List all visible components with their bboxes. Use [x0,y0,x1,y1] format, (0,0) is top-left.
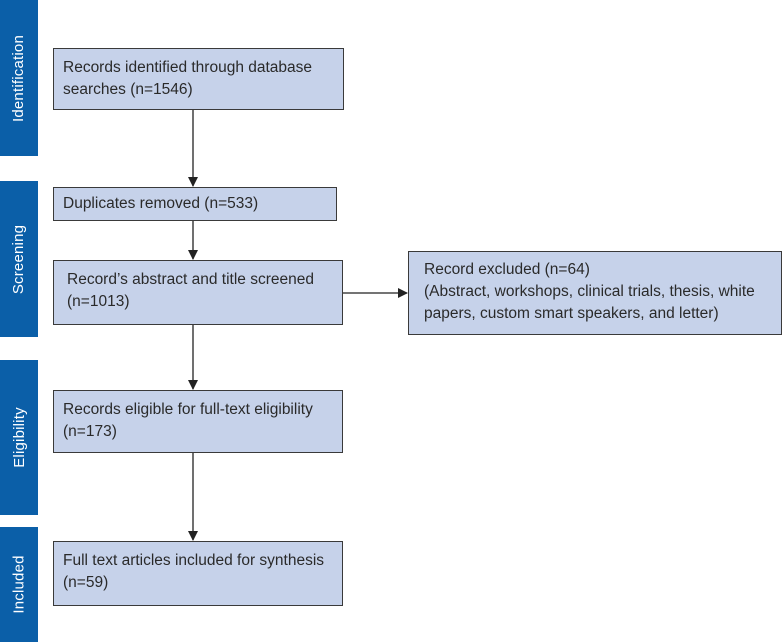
abstract-title-screened-box: Record’s abstract and title screened (n=… [53,260,343,325]
abstract-title-screened-line1: Record’s abstract and title screened [67,271,314,288]
phase-eligibility-label: Eligibility [10,407,28,468]
articles-included-line1: Full text articles included for synthesi… [63,552,325,569]
duplicates-removed-line1: Duplicates removed (n=533) [63,195,259,212]
records-eligible-line2: (n=173) [63,423,117,440]
phase-screening: Screening [0,181,38,337]
records-excluded-line3: papers, custom smart speakers, and lette… [424,305,719,322]
records-eligible-box: Records eligible for full-text eligibili… [53,390,343,453]
records-excluded-line2: (Abstract, workshops, clinical trials, t… [424,283,755,300]
records-identified-line1: Records identified through database [63,59,313,76]
duplicates-removed-box: Duplicates removed (n=533) [53,187,337,221]
phase-included: Included [0,527,38,642]
records-eligible-line1: Records eligible for full-text eligibili… [63,401,313,418]
records-excluded-line1: Record excluded (n=64) [424,261,590,278]
records-identified-line2: searches (n=1546) [63,81,193,98]
phase-eligibility: Eligibility [0,360,38,515]
phase-identification: Identification [0,0,38,156]
articles-included-box: Full text articles included for synthesi… [53,541,343,606]
phase-included-label: Included [10,555,28,614]
records-identified-box: Records identified through database sear… [53,48,344,110]
phase-screening-label: Screening [10,224,28,294]
records-excluded-box: Record excluded (n=64) (Abstract, worksh… [408,251,782,335]
abstract-title-screened-line2: (n=1013) [67,293,130,310]
phase-identification-label: Identification [10,34,28,122]
articles-included-line2: (n=59) [63,574,109,591]
